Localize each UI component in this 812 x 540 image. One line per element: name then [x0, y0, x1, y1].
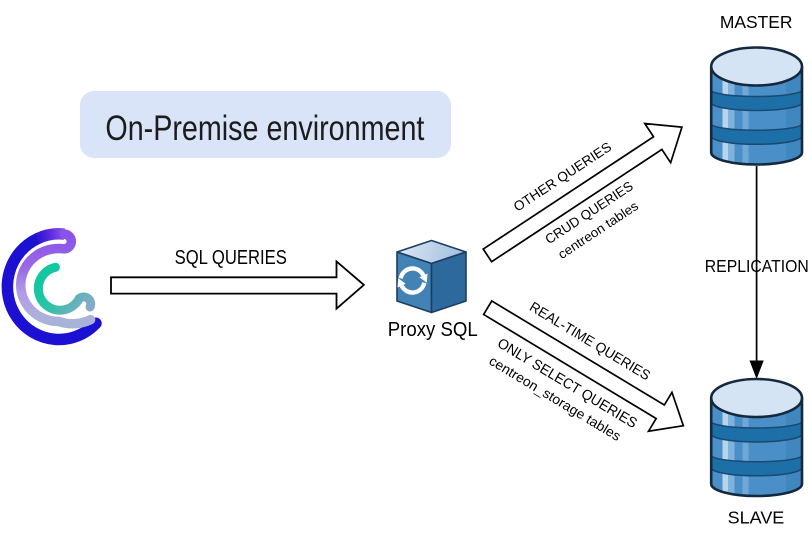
svg-text:MASTER: MASTER [720, 12, 793, 32]
svg-text:SLAVE: SLAVE [728, 508, 785, 528]
svg-text:On-Premise environment: On-Premise environment [105, 109, 424, 148]
svg-text:REPLICATION: REPLICATION [705, 256, 809, 276]
svg-text:Proxy SQL: Proxy SQL [388, 318, 478, 341]
svg-text:SQL QUERIES: SQL QUERIES [175, 247, 287, 269]
